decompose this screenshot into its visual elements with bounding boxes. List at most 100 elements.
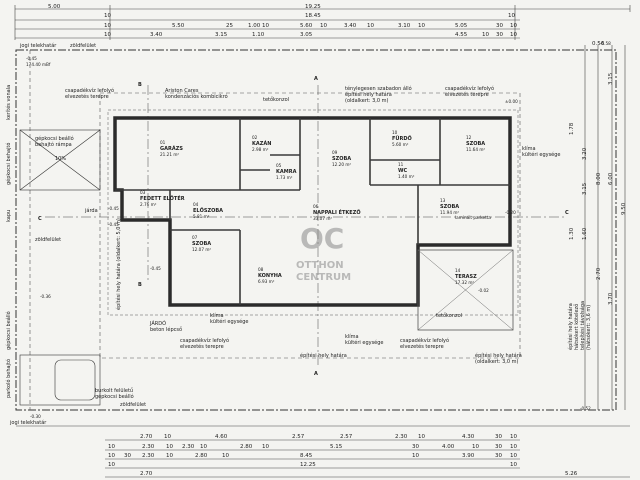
left-note-12: burkolt felületű: [95, 388, 133, 394]
bot-dim-2-5: 2.80: [240, 444, 253, 450]
csap-bottom-2: elvezetés terepre: [180, 343, 224, 350]
left-note-3: gépkocsi behajtó: [5, 143, 12, 185]
top-dim-3-4: 10: [262, 23, 269, 29]
top-dim-1-0: 5.00: [48, 4, 61, 10]
bot-dim-2-9: 4.00: [442, 444, 455, 450]
epit-br-2: (oldalkert: 3,0 m): [475, 359, 519, 365]
section-b-top: B: [138, 82, 142, 88]
top-dim-3-13: 10: [510, 23, 517, 29]
bot-dim-2-10: 10: [472, 444, 479, 450]
bottom-dimension-labels: jogi telekhatár 2.70 10 4.60 2.57 2.57 2…: [9, 419, 578, 477]
room-02-label: KAZÁN: [252, 140, 271, 147]
klima-right-2: kültéri egysége: [522, 151, 561, 158]
top-dim-3-10: 10: [418, 23, 425, 29]
right-dim-5: 6.00: [608, 172, 614, 185]
top-dim-4-3: 1.10: [252, 32, 265, 38]
room-10-label: FÜRDŐ: [392, 135, 412, 142]
top-dim-3-0: 10: [104, 23, 111, 29]
room-14-area: 17.32 m²: [455, 280, 474, 285]
jardo-1: JÁRDÓ: [149, 320, 166, 327]
room-01-label: GARÁZS: [160, 145, 183, 152]
bot-dim-2-6: 10: [262, 444, 269, 450]
bot-dim-2-0: 10: [108, 444, 115, 450]
bot-dim-1-8: 30: [495, 434, 502, 440]
room-number-01: 01: [160, 140, 166, 145]
section-a-top: A: [314, 76, 318, 82]
level-4: -0.45: [150, 266, 161, 271]
right-dimension-lines: [584, 45, 626, 410]
klima-bl-2: kültéri egysége: [210, 318, 249, 325]
bot-dim-2-8: 30: [412, 444, 419, 450]
bot-dim-4-2: 10: [510, 462, 517, 468]
bot-dim-2-12: 10: [510, 444, 517, 450]
bot-dim-3-3: 10: [166, 453, 173, 459]
room-14-label: TERASZ: [455, 274, 477, 280]
floor-note: laminált parketta: [455, 215, 491, 220]
csap-right-1: csapadékvíz lefolyó: [445, 85, 494, 92]
tetokonzol-bottom: tetőkonzol: [436, 313, 462, 319]
driveway-ramp: [19, 129, 101, 406]
klima-bm-2: kültéri egysége: [345, 339, 384, 346]
otthon-centrum-logo: OC OTTHON CENTRUM: [296, 222, 351, 283]
room-number-08: 08: [258, 267, 264, 272]
room-number-09: 09: [332, 150, 338, 155]
terrace-outline: [417, 249, 514, 331]
top-dimension-lines: [14, 5, 631, 40]
level-6: -0.30: [30, 414, 41, 419]
bot-dim-2-11: 30: [495, 444, 502, 450]
room-10-area: 5.60 m²: [392, 142, 409, 147]
interior-walls: [115, 118, 510, 305]
left-note-8: zöldfelület: [35, 237, 61, 243]
room-labels: GARÁZS 21.21 m² KAZÁN 2.98 m² FEDETT ELŐ…: [140, 130, 491, 285]
top-dim-4-4: 3.05: [300, 32, 313, 38]
bot-dim-3-4: 2.80: [195, 453, 208, 459]
bot-dim-1-0: 2.70: [140, 434, 153, 440]
room-04-label: ELŐSZOBA: [193, 207, 223, 214]
jardo-2: beton lépcső: [150, 326, 182, 333]
room-06-label: NAPPALI ÉTKEZŐ: [313, 208, 361, 216]
room-number-03: 03: [140, 190, 146, 195]
top-dim-3-3: 1.00: [248, 23, 261, 29]
level-3: -0.45: [108, 222, 119, 227]
top-dim-4-2: 3.15: [215, 32, 228, 38]
right-dim-6: 3.15: [582, 182, 588, 195]
ariston-2: kondenzációs kombicikró: [165, 93, 228, 100]
teny-szab-3: (oldalkert: 3,0 m): [345, 98, 389, 104]
bot-dim-3-9: 30: [495, 453, 502, 459]
logo-line2: CENTRUM: [296, 272, 351, 283]
top-dim-3-6: 10: [320, 23, 327, 29]
level-1: 174.40 mBf: [26, 62, 51, 67]
bot-dim-1-9: 10: [510, 434, 517, 440]
top-dim-1-1: 19.25: [305, 4, 321, 10]
bot-dim-5-1: 5.26: [565, 471, 578, 477]
right-dim-7: 9.50: [621, 202, 627, 215]
left-note-14: zöldfelület: [120, 402, 146, 408]
csap-left-2: elvezetés terepre: [65, 93, 109, 100]
epit-bottom-mid: építési hely határa: [300, 352, 347, 359]
right-vert-1: építési hely határa: [567, 303, 574, 350]
left-note-6: behajtó rámpa: [35, 141, 72, 148]
bot-dim-3-6: 8.45: [300, 453, 313, 459]
left-note-4: kapu: [6, 210, 12, 222]
top-dim-4-6: 10: [482, 32, 489, 38]
room-11-area: 1.40 m²: [398, 174, 415, 179]
logo-letters: OC: [300, 222, 344, 255]
room-11-label: WC: [398, 168, 408, 174]
roof-overhang: [107, 109, 519, 316]
room-13-label: SZOBA: [440, 204, 459, 210]
room-number-14: 14: [455, 268, 461, 273]
level-0: -0.45: [26, 56, 37, 61]
room-number-13: 13: [440, 198, 446, 203]
right-dim-10: 2.70: [596, 267, 602, 280]
right-dim-3: 3.20: [582, 147, 588, 160]
level-11: -0.20: [505, 210, 516, 215]
section-a-bottom: A: [314, 371, 318, 377]
top-dim-2-0: 10: [104, 13, 111, 19]
klima-bm-1: klíma: [345, 333, 359, 340]
bot-dim-2-3: 2.30: [182, 444, 195, 450]
room-number-11: 11: [398, 162, 404, 167]
bot-dim-2-2: 10: [166, 444, 173, 450]
level-7: -0.58: [600, 41, 611, 46]
room-number-07: 07: [192, 235, 198, 240]
left-note-1: zöldfelület: [70, 43, 96, 49]
